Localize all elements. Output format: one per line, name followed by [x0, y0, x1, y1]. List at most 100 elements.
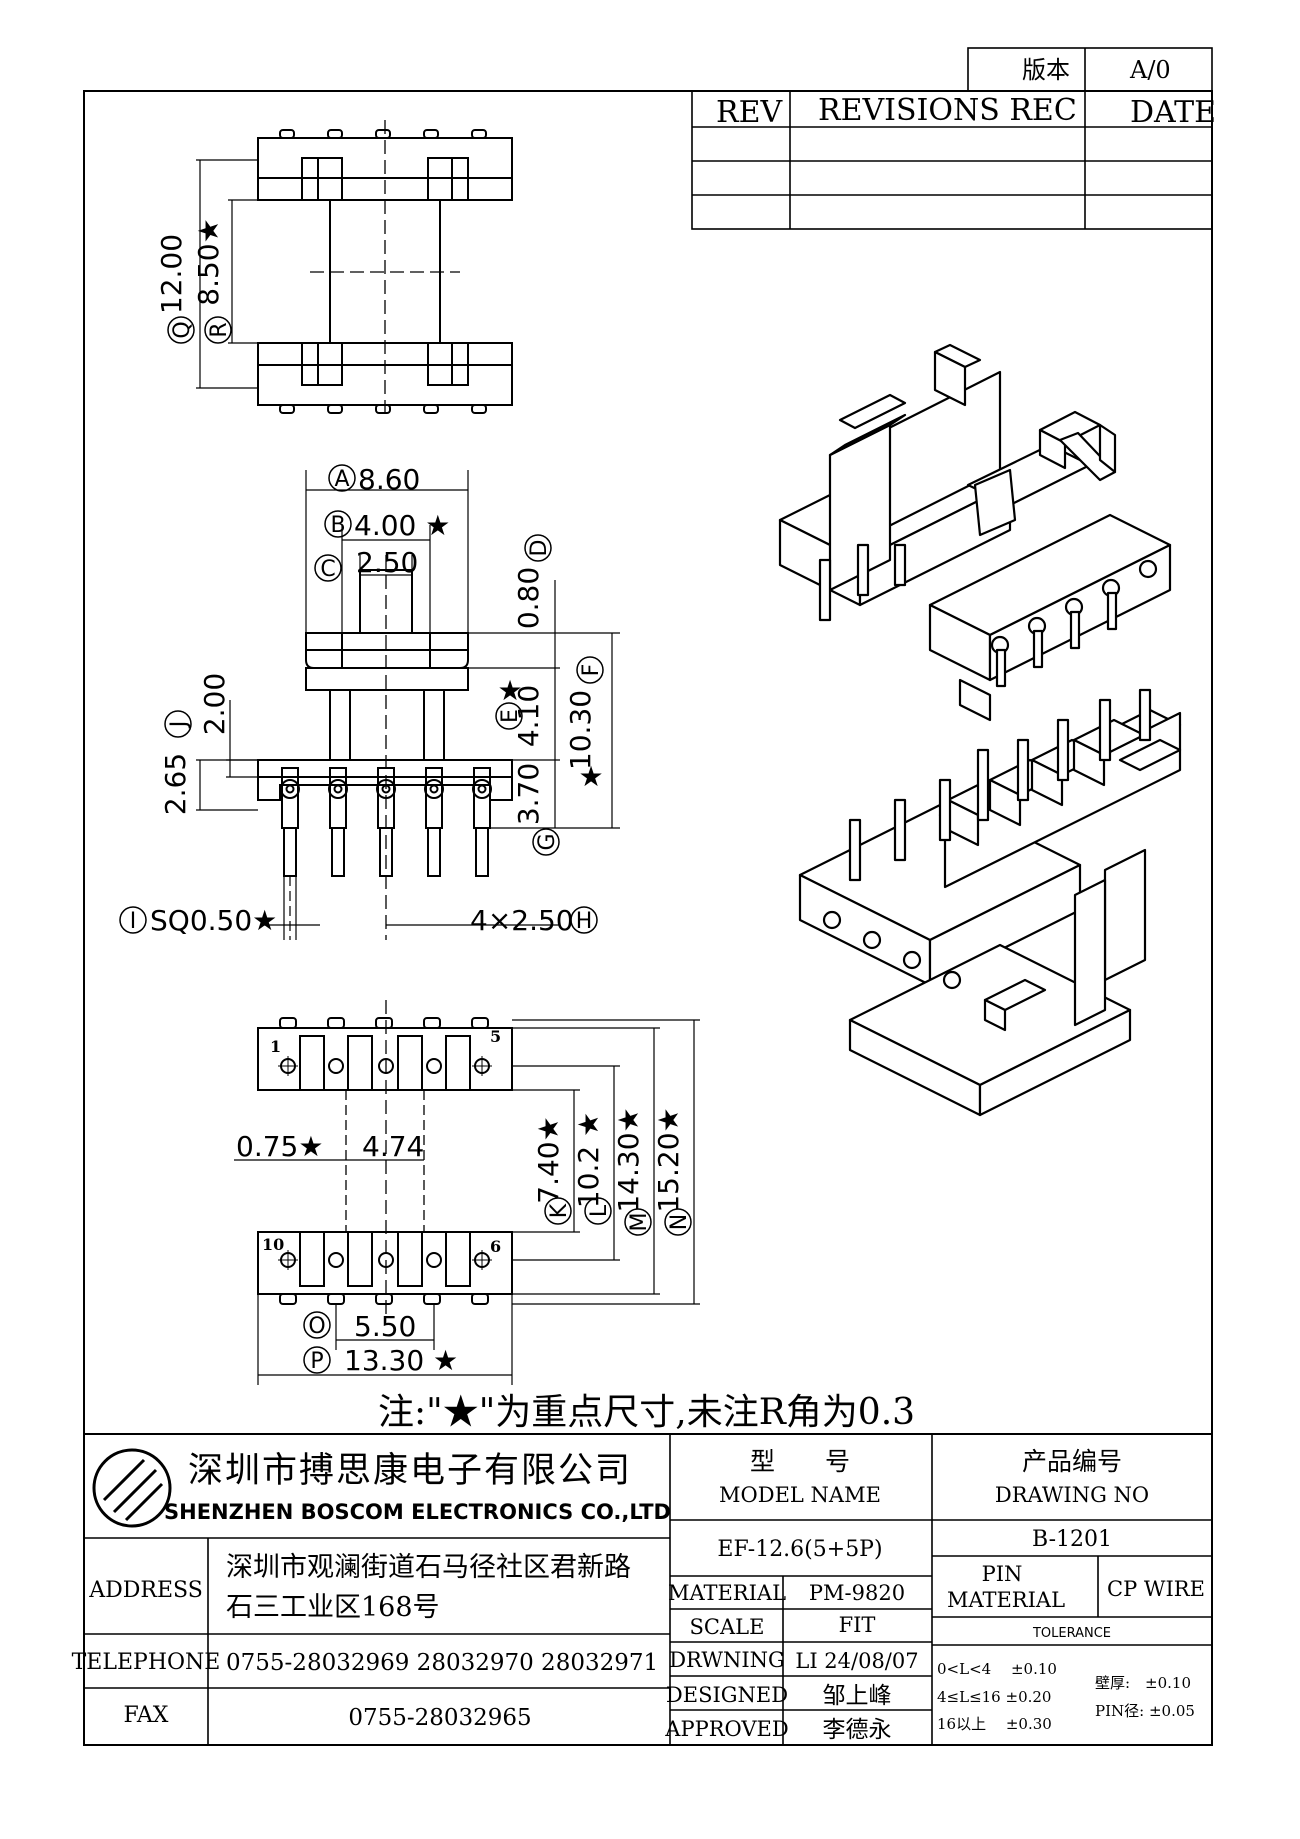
- pin-diameter-tolerance: PIN径: ±0.05: [1095, 1702, 1195, 1720]
- dim-P-value: 13.30 ★: [344, 1344, 458, 1377]
- dim-A-letter: A: [334, 467, 349, 492]
- approved-label: APPROVED: [664, 1717, 788, 1741]
- top-view: [196, 120, 513, 420]
- address-line1: 深圳市观澜街道石马径社区君新路: [226, 1552, 631, 1583]
- model-name-cn: 型 号: [750, 1447, 850, 1476]
- drawing-no-en: DRAWING NO: [995, 1483, 1149, 1507]
- dim-Q-letter: Q: [170, 321, 195, 338]
- company-logo: [92, 1448, 172, 1528]
- dim-J-value: 2.00: [198, 673, 231, 735]
- dim-R: R 8.50★: [192, 218, 232, 344]
- dim-K-letter: K: [547, 1203, 572, 1218]
- dim-Q-value: 12.00: [155, 234, 188, 314]
- designed-value: 邹上峰: [823, 1683, 892, 1709]
- dim-D-value: 0.80: [512, 567, 545, 629]
- dim-C-letter: C: [320, 557, 335, 582]
- dim-F: F 10.30 ★: [564, 656, 604, 793]
- dim-F-letter: F: [579, 664, 604, 677]
- isometric-view-bottom: [798, 688, 1182, 1117]
- dim-N-value: 15.20★: [652, 1107, 685, 1212]
- dim-O-value: 5.50: [354, 1310, 416, 1343]
- dim-G: 3.70 G: [512, 763, 560, 856]
- scale-label: SCALE: [690, 1615, 765, 1639]
- dim-O-letter: O: [308, 1314, 325, 1339]
- dim-B: B 4.00 ★: [324, 509, 450, 542]
- drawn-value: LI 24/08/07: [795, 1649, 918, 1673]
- pin-material-label-2: MATERIAL: [947, 1588, 1065, 1612]
- dim-M: 14.30★ M: [612, 1107, 652, 1236]
- dim-I: I SQ0.50★: [119, 904, 277, 937]
- pin-material-value: CP WIRE: [1107, 1577, 1205, 1601]
- dim-F-value: 10.30: [564, 690, 597, 770]
- pin-number-5: 5: [490, 1027, 501, 1046]
- dim-P-letter: P: [310, 1349, 323, 1374]
- dim-G-value: 3.70: [512, 763, 545, 825]
- version-label: 版本: [1022, 56, 1070, 84]
- pin-material-label-1: PIN: [982, 1562, 1023, 1586]
- dim-L: 10.2 ★ L: [572, 1112, 612, 1225]
- dim-H-value: 4×2.50: [470, 904, 574, 937]
- fax-label: FAX: [124, 1703, 169, 1728]
- dim-E-star: ★: [497, 674, 522, 707]
- dim-K: 7.40★ K: [532, 1116, 572, 1225]
- dim-R-letter: R: [207, 322, 232, 337]
- dim-P: P 13.30 ★: [303, 1344, 458, 1377]
- company-name-cn: 深圳市搏思康电子有限公司: [188, 1451, 632, 1491]
- title-block-lines: [84, 1433, 1212, 1745]
- version-value: A/0: [1129, 56, 1171, 84]
- tolerance-label: TOLERANCE: [1032, 1626, 1111, 1641]
- dim-B-value: 4.00 ★: [354, 509, 450, 542]
- dim-Q: Q 12.00: [155, 234, 195, 344]
- dim-I-value: SQ0.50★: [150, 904, 277, 937]
- dim-M-value: 14.30★: [612, 1107, 645, 1212]
- dim-C-value: 2.50: [356, 546, 418, 579]
- dim-A-value: 8.60: [358, 463, 420, 496]
- telephone-label: TELEPHONE: [72, 1650, 221, 1675]
- dim-B-letter: B: [330, 513, 345, 538]
- dim-G-letter: G: [535, 833, 560, 850]
- tolerance-row-3: 16以上 ±0.30: [937, 1715, 1052, 1733]
- address-line2: 石三工业区168号: [226, 1592, 440, 1623]
- model-value: EF-12.6(5+5P): [717, 1537, 882, 1562]
- designed-label: DESIGNED: [666, 1683, 788, 1707]
- note-text: 注:"★"为重点尺寸,未注R角为0.3: [378, 1392, 915, 1433]
- fax-value: 0755-28032965: [348, 1705, 531, 1731]
- telephone-value: 0755-28032969 28032970 28032971: [226, 1650, 658, 1676]
- front-view: [257, 555, 513, 940]
- wall-tolerance: 壁厚: ±0.10: [1095, 1674, 1191, 1692]
- model-name-en: MODEL NAME: [719, 1483, 881, 1507]
- dim-E-value: 4.10: [512, 685, 545, 747]
- address-label: ADDRESS: [88, 1578, 203, 1603]
- dim-L-value: 10.2 ★: [572, 1112, 605, 1208]
- dim-bottom-left-value: 0.75★: [236, 1130, 323, 1163]
- scale-value: FIT: [839, 1613, 876, 1637]
- dim-R-value: 8.50★: [192, 218, 225, 305]
- isometric-view-top: [778, 343, 1172, 722]
- dim-D: D 0.80: [512, 534, 552, 629]
- bottom-dim-lines: [234, 1019, 700, 1385]
- dim-O: O 5.50: [303, 1310, 416, 1343]
- company-name-en: SHENZHEN BOSCOM ELECTRONICS CO.,LTD: [164, 1500, 671, 1524]
- dim-H: 4×2.50 H: [470, 904, 598, 937]
- dim-E: ★ E 4.10: [495, 674, 545, 747]
- dim-H-letter: H: [576, 909, 593, 934]
- dim-C: C 2.50: [314, 546, 418, 582]
- dim-K-value: 7.40★: [532, 1116, 565, 1203]
- tolerance-row-2: 4≤L≤16 ±0.20: [937, 1688, 1051, 1706]
- bottom-view: [257, 1000, 513, 1320]
- drawing-no-cn: 产品编号: [1022, 1447, 1122, 1476]
- pin-number-1: 1: [270, 1037, 281, 1056]
- approved-value: 李德永: [823, 1717, 892, 1743]
- dim-J2-value: 2.65: [159, 753, 192, 815]
- dim-L-letter: L: [587, 1204, 612, 1217]
- main-frame: [83, 90, 1213, 1746]
- pin-number-10: 10: [262, 1235, 284, 1254]
- material-value: PM-9820: [809, 1581, 905, 1605]
- front-dim-lines: [196, 470, 620, 940]
- dim-D-letter: D: [527, 540, 552, 557]
- material-label: MATERIAL: [668, 1581, 786, 1605]
- dim-E-letter: E: [498, 709, 523, 723]
- tolerance-row-1: 0<L<4 ±0.10: [937, 1660, 1057, 1678]
- dim-N: 15.20★ N: [652, 1107, 692, 1236]
